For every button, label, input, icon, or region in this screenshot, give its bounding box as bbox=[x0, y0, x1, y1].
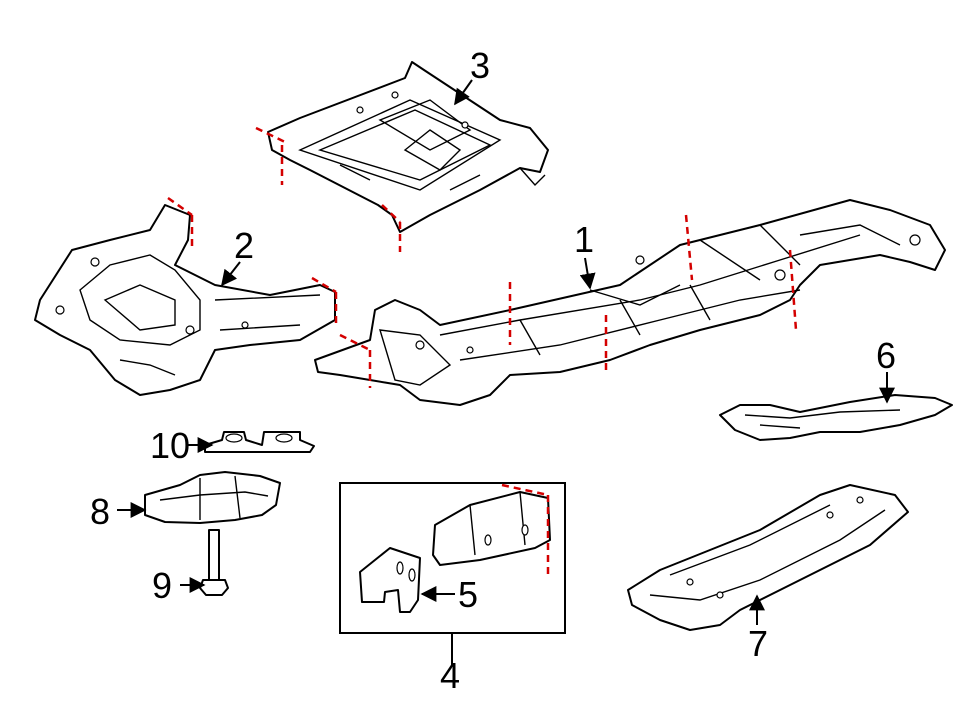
callout-8: 8 bbox=[90, 491, 110, 532]
callout-6: 6 bbox=[876, 335, 896, 376]
callout-4: 4 bbox=[440, 655, 460, 696]
main-frame-illustration bbox=[314, 199, 946, 406]
callout-7: 7 bbox=[748, 623, 768, 664]
callout-2: 2 bbox=[234, 225, 254, 266]
tow-hook-illustration bbox=[144, 471, 281, 524]
callout-5: 5 bbox=[458, 574, 478, 615]
skid-shield-illustration bbox=[719, 394, 953, 441]
rear-crossmember-section-illustration bbox=[255, 61, 549, 252]
leader-lines bbox=[117, 79, 895, 665]
repair-kit-box bbox=[339, 482, 566, 634]
skid-plate-illustration bbox=[627, 484, 909, 631]
callout-3: 3 bbox=[470, 45, 490, 86]
front-frame-section-illustration bbox=[34, 196, 338, 396]
body-mounts-illustration bbox=[204, 431, 315, 453]
bolt-illustration bbox=[199, 529, 229, 596]
callout-9: 9 bbox=[152, 565, 172, 606]
callout-10: 10 bbox=[150, 425, 190, 466]
callout-1: 1 bbox=[574, 219, 594, 260]
